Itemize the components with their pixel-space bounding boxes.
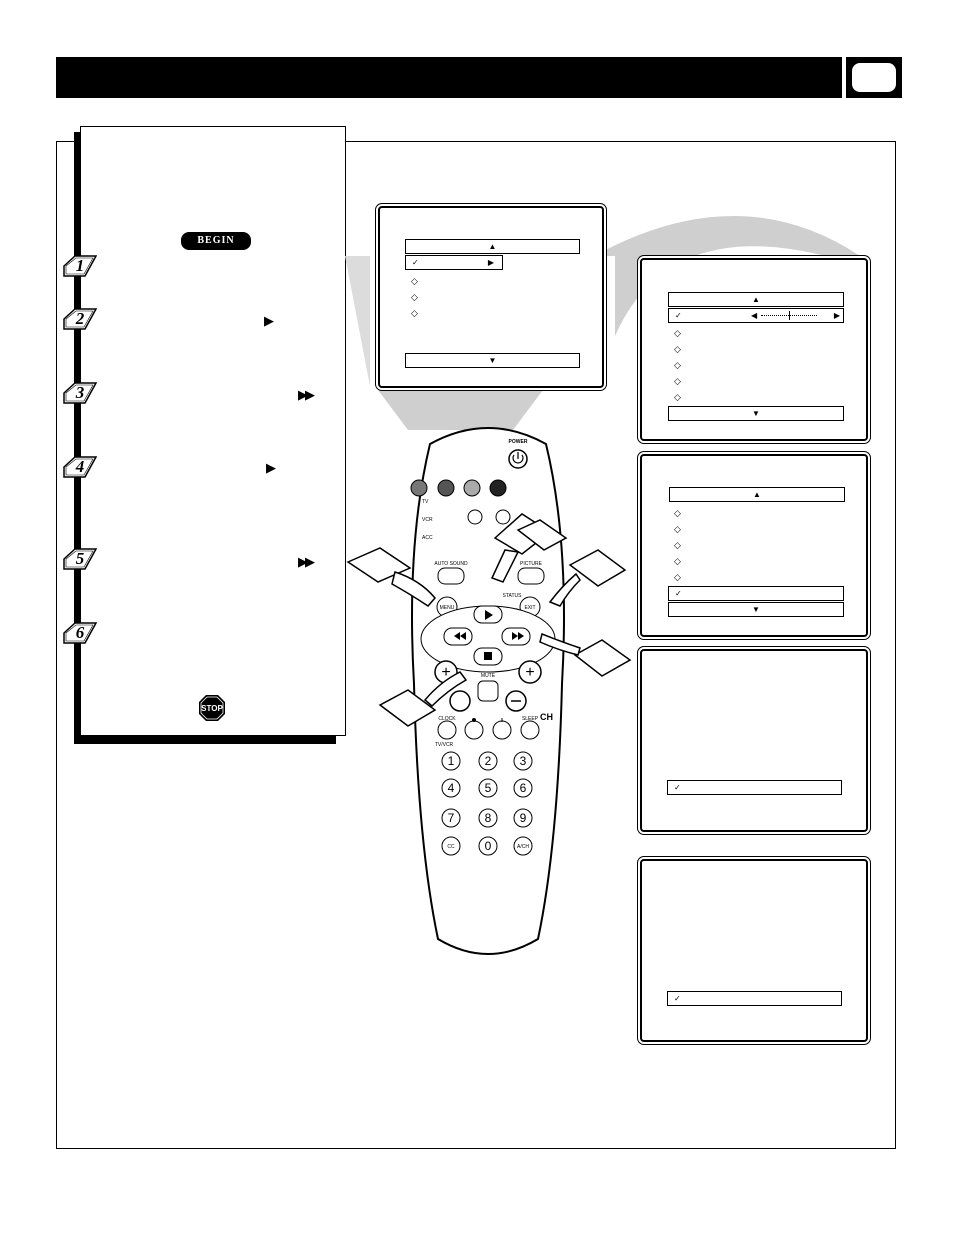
exit-label: EXIT [524, 605, 535, 611]
svg-text:CC: CC [447, 844, 455, 850]
tv-screen-slider-menu: ▲ ✓ ◀ ▶ ◇ ◇ ◇ ◇ ◇ ▼ [640, 258, 868, 441]
svg-text:+: + [441, 664, 450, 681]
remote-control: POWER TV VCR ACC AUTO SOUND PICTURE MENU… [410, 427, 565, 955]
power-label: POWER [509, 439, 528, 445]
menu-item-bullet: ◇ [674, 572, 681, 582]
beam-graphic [378, 390, 543, 430]
svg-text:0: 0 [485, 839, 492, 853]
main-frame [56, 141, 896, 1149]
step-2-arrow-icon: ▶ [264, 313, 274, 328]
svg-text:7: 7 [448, 811, 455, 825]
svg-text:A/CH: A/CH [517, 844, 529, 850]
svg-text:6: 6 [520, 781, 527, 795]
menu-checked-item: ✓ [667, 991, 842, 1006]
menu-item-bullet: ◇ [674, 556, 681, 566]
menu-down-bar: ▼ [668, 406, 844, 421]
svg-text:+: + [525, 664, 534, 681]
menu-up-bar: ▲ [405, 239, 580, 254]
auto-sound-label: AUTO SOUND [434, 561, 468, 567]
sleep-label: SLEEP [522, 716, 539, 722]
menu-item-bullet: ◇ [674, 540, 681, 550]
stop-sign-icon: STOP [199, 695, 225, 721]
svg-text:1: 1 [448, 754, 455, 768]
svg-text:3: 3 [520, 754, 527, 768]
begin-badge: BEGIN [181, 232, 251, 250]
page-title-bar [56, 57, 842, 98]
menu-slider-item: ✓ ◀ ▶ [668, 308, 844, 323]
status-label: STATUS [503, 593, 523, 599]
svg-text:9: 9 [520, 811, 527, 825]
menu-item-bullet: ◇ [674, 524, 681, 534]
instruction-panel [80, 126, 346, 736]
menu-checked-item: ✓ [667, 780, 842, 795]
step-6-marker: 6 [63, 622, 97, 644]
menu-item-bullet: ◇ [674, 328, 681, 338]
step-2-marker: 2 [63, 308, 97, 330]
svg-text:8: 8 [485, 811, 492, 825]
clock-label: CLOCK [438, 716, 456, 722]
mode-label-acc: ACC [422, 535, 433, 541]
mute-label: MUTE [481, 673, 496, 679]
menu-item-bullet: ◇ [411, 292, 418, 302]
menu-item-bullet: ◇ [411, 276, 418, 286]
step-3-fast-forward-icon: ▶▶ [298, 387, 315, 402]
tv-screen-main-menu: ▲ ✓▶ ◇ ◇ ◇ ▼ [378, 206, 604, 388]
svg-text:II: II [501, 718, 504, 724]
svg-text:5: 5 [485, 781, 492, 795]
menu-label: MENU [440, 605, 455, 611]
stop-label: STOP [201, 704, 223, 713]
menu-down-bar: ▼ [405, 353, 580, 368]
menu-item-bullet: ◇ [674, 360, 681, 370]
svg-text:4: 4 [448, 781, 455, 795]
tvvcr-label: TV/VCR [435, 742, 454, 748]
menu-down-bar: ▼ [668, 602, 844, 617]
svg-text:2: 2 [485, 754, 492, 768]
tv-screen-result-1: ✓ [640, 649, 868, 832]
mode-label-vcr: VCR [422, 517, 433, 523]
menu-item-bullet: ◇ [674, 344, 681, 354]
pointing-hands-graphic [346, 513, 632, 727]
step-3-marker: 3 [63, 382, 97, 404]
menu-transition-graphic [345, 216, 860, 386]
step-4-arrow-icon: ▶ [266, 460, 276, 475]
step-5-marker: 5 [63, 548, 97, 570]
menu-item-bullet: ◇ [674, 392, 681, 402]
tv-screen-options-menu: ▲ ◇ ◇ ◇ ◇ ◇ ✓ ▼ [640, 454, 868, 637]
menu-item-bullet: ◇ [674, 376, 681, 386]
ch-label: CH [540, 712, 553, 722]
menu-selected-item: ✓▶ [405, 255, 503, 270]
picture-label: PICTURE [520, 561, 543, 567]
menu-item-bullet: ◇ [411, 308, 418, 318]
mode-label-tv: TV [422, 499, 429, 505]
menu-item-bullet: ◇ [674, 508, 681, 518]
menu-checked-item: ✓ [668, 586, 844, 601]
tv-icon [846, 57, 902, 98]
step-4-marker: 4 [63, 456, 97, 478]
menu-up-bar: ▲ [668, 292, 844, 307]
tv-screen-result-2: ✓ [640, 859, 868, 1042]
menu-up-bar: ▲ [669, 487, 845, 502]
step-1-marker: 1 [63, 255, 97, 277]
step-5-fast-forward-icon: ▶▶ [298, 554, 315, 569]
